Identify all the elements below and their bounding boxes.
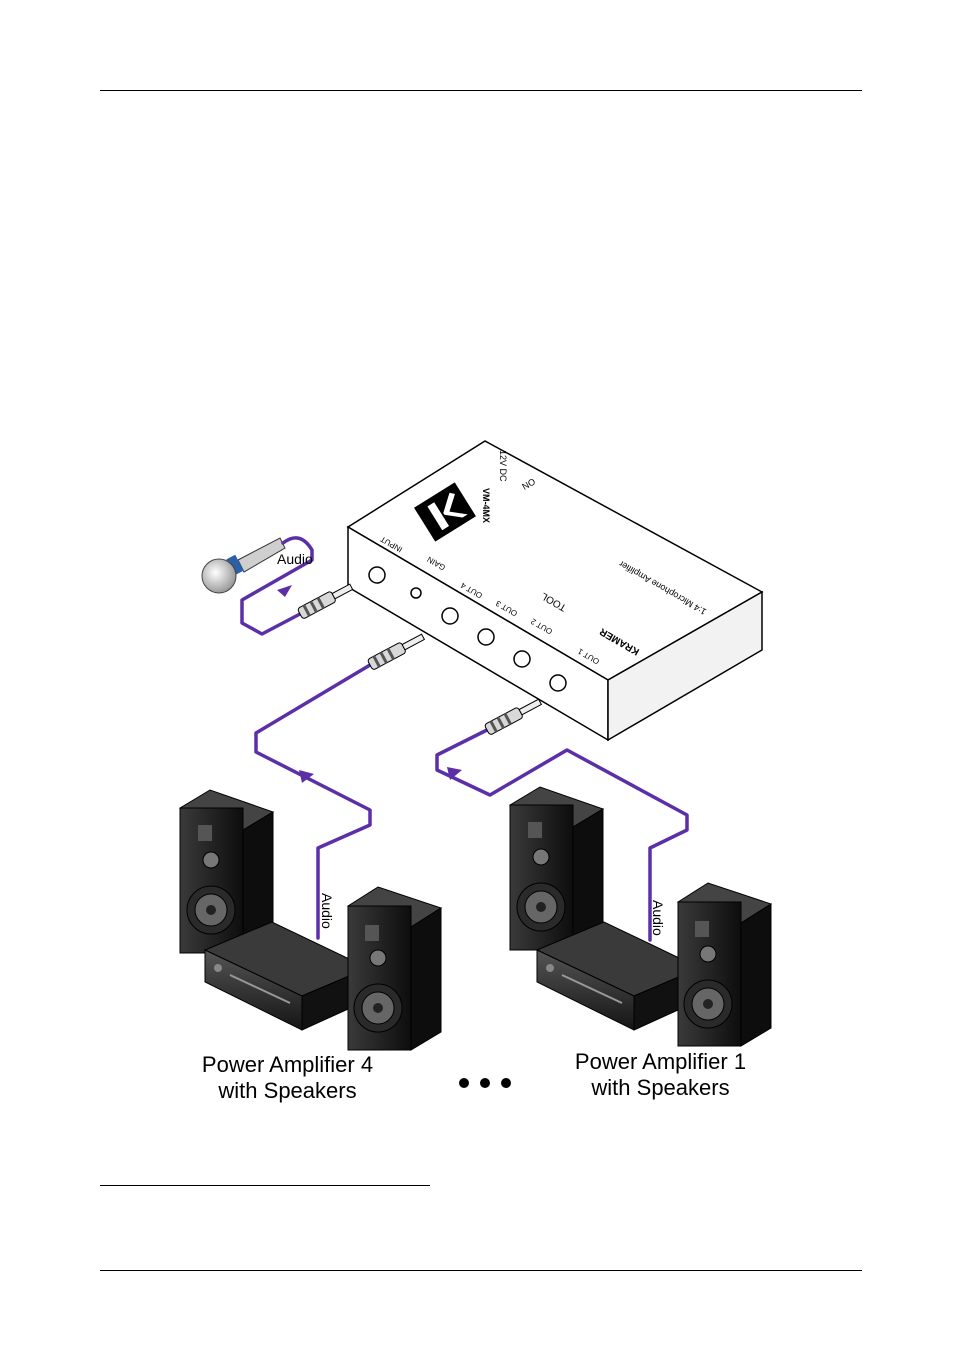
- input-plug-icon: [297, 581, 354, 619]
- amp1-caption-line1: Power Amplifier 1: [543, 1049, 778, 1075]
- amp4-right-speaker-icon: [348, 887, 441, 1050]
- gain-knob-icon: [411, 588, 421, 598]
- amp1-left-speaker-icon: [510, 787, 603, 950]
- out2-jack-icon: [514, 651, 530, 667]
- amp4-caption-line1: Power Amplifier 4: [170, 1052, 405, 1078]
- amp4-group: [180, 790, 441, 1050]
- amp1-right-speaker-icon: [678, 883, 771, 1046]
- amp1-caption-line2: with Speakers: [543, 1075, 778, 1101]
- out1-jack-icon: [550, 675, 566, 691]
- mic-cable-arrow-icon: [277, 585, 292, 597]
- out3-jack-icon: [478, 629, 494, 645]
- vm-4mx-device: VM-4MX ON 12V DC 1:4 Microphone Amplifie…: [348, 441, 762, 740]
- amp4-caption: Power Amplifier 4 with Speakers: [170, 1052, 405, 1104]
- amp1-group: [510, 787, 771, 1046]
- out4-plug-icon: [367, 632, 426, 671]
- out1-plug-icon: [484, 697, 543, 736]
- amp4-cable-label: Audio: [319, 893, 335, 929]
- out4-jack-icon: [442, 608, 458, 624]
- amp1-caption: Power Amplifier 1 with Speakers: [543, 1049, 778, 1101]
- microphone-icon: [202, 538, 285, 593]
- amp4-caption-line2: with Speakers: [170, 1078, 405, 1104]
- ellipsis-dots-icon: [459, 1078, 511, 1088]
- amp1-cable-label: Audio: [650, 900, 666, 936]
- device-model-label: VM-4MX: [481, 488, 491, 523]
- device-dc-label: 12V DC: [498, 450, 508, 482]
- mic-cable-label: Audio: [277, 551, 313, 567]
- input-jack-icon: [369, 567, 385, 583]
